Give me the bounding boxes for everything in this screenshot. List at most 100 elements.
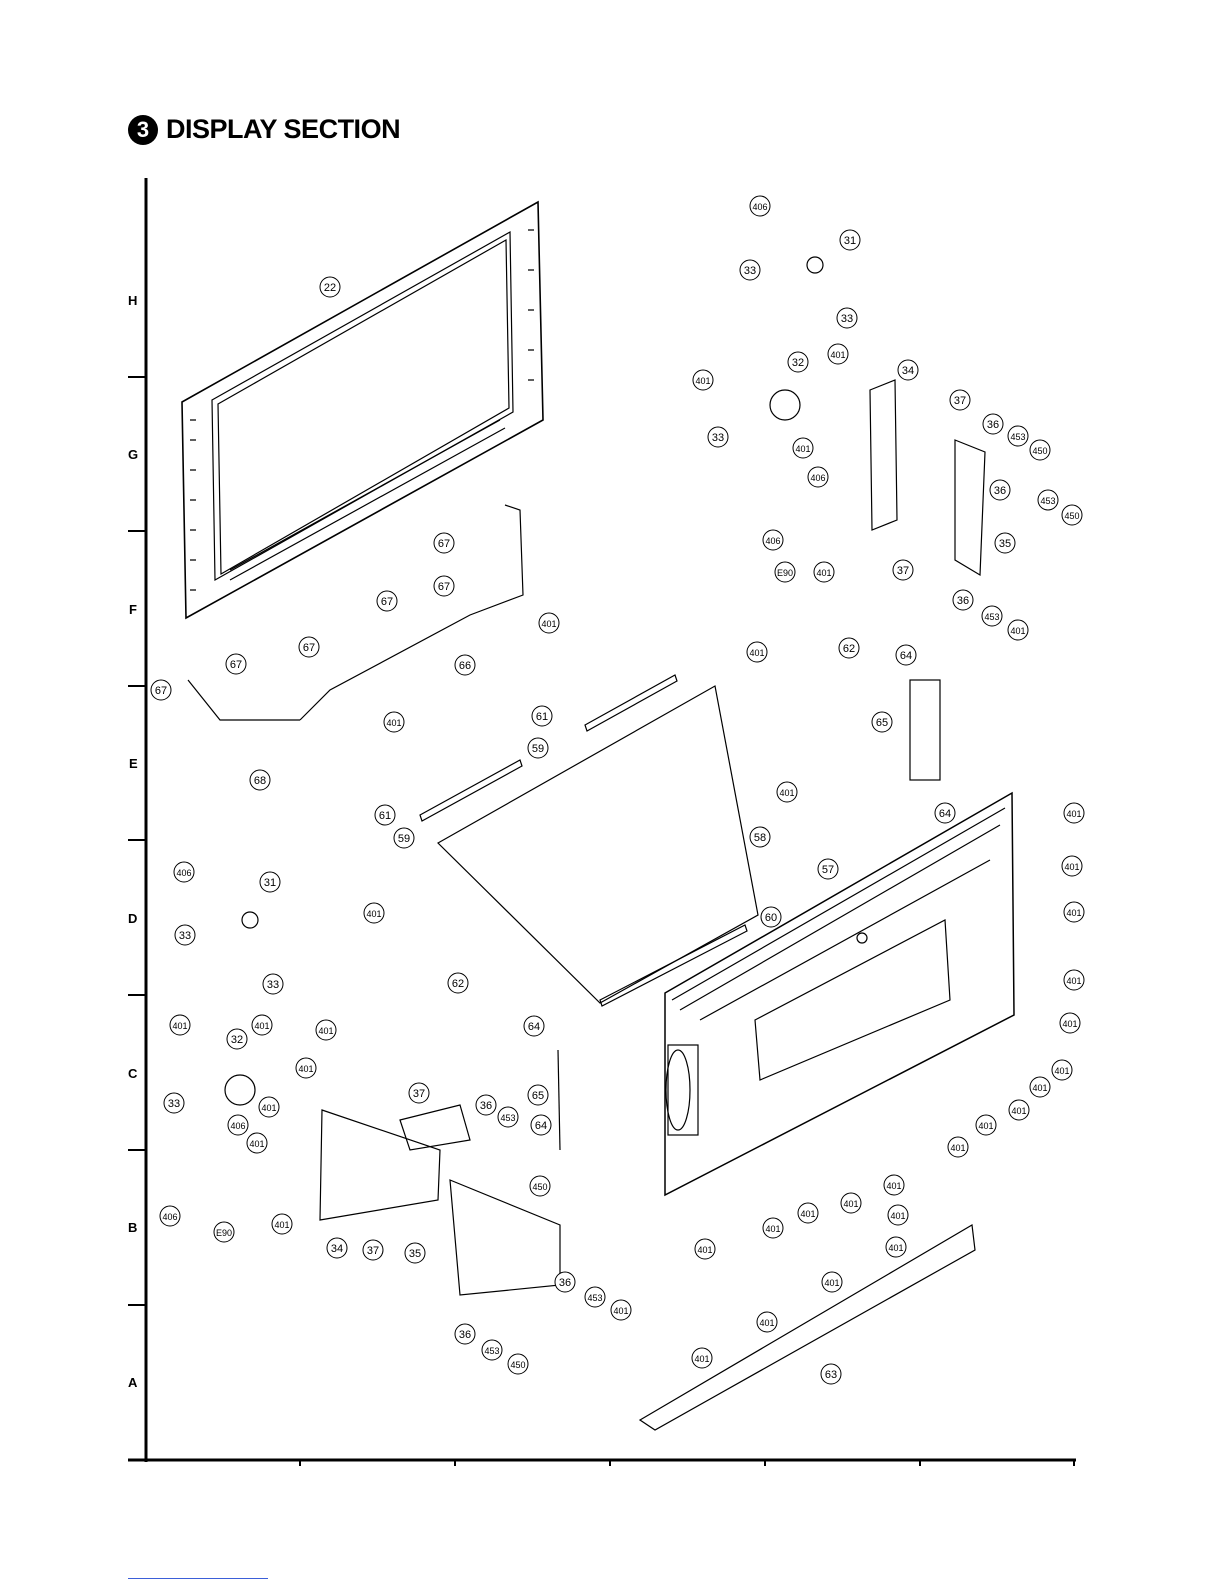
callout-circle: [1063, 802, 1085, 824]
part-callout: 450: [507, 1353, 529, 1375]
callout-circle: [1007, 425, 1029, 447]
part-callout: 401: [1063, 901, 1085, 923]
callout-circle: [259, 871, 281, 893]
part-callout: 32: [787, 351, 809, 373]
part-callout: 401: [538, 612, 560, 634]
part-callout: 401: [271, 1213, 293, 1235]
callout-circle: [776, 781, 798, 803]
callout-label: 406: [162, 1212, 177, 1222]
part-callout: 401: [383, 711, 405, 733]
callout-label: 401: [1011, 1106, 1026, 1116]
callout-label: 401: [1064, 862, 1079, 872]
callout-circle: [952, 589, 974, 611]
part-callout: 401: [169, 1014, 191, 1036]
callout-circle: [584, 1286, 606, 1308]
callout-label: 453: [984, 612, 999, 622]
part-callout: 64: [895, 644, 917, 666]
callout-circle: [1063, 901, 1085, 923]
callout-circle: [404, 1242, 426, 1264]
callout-layer: 4063133332232401401343733401364534504063…: [150, 195, 1085, 1385]
callout-circle: [887, 1204, 909, 1226]
wire-harness-part-66: [187, 504, 524, 721]
callout-label: 453: [484, 1346, 499, 1356]
callout-label: 453: [1010, 432, 1025, 442]
callout-label: 67: [438, 581, 450, 593]
part-callout: 34: [897, 359, 919, 381]
front-frame-part-22: [181, 200, 544, 620]
callout-circle: [363, 902, 385, 924]
callout-label: 33: [267, 979, 279, 991]
callout-circle: [827, 343, 849, 365]
back-cover-part-63: [638, 1224, 976, 1431]
callout-label: 401: [366, 909, 381, 919]
callout-circle: [249, 769, 271, 791]
callout-label: 401: [541, 619, 556, 629]
part-callout: 35: [994, 532, 1016, 554]
callout-label: 37: [413, 1088, 425, 1100]
callout-circle: [1007, 619, 1029, 641]
speaker-assembly-left: [319, 1104, 561, 1296]
part-callout: 401: [813, 561, 835, 583]
part-callout: 57: [817, 858, 839, 880]
part-callout: 32: [226, 1028, 248, 1050]
callout-label: 401: [1054, 1066, 1069, 1076]
callout-circle: [692, 369, 714, 391]
grid-frame: [128, 178, 1076, 1466]
callout-circle: [749, 826, 771, 848]
part-callout: 36: [952, 589, 974, 611]
part-callout: 33: [836, 307, 858, 329]
callout-label: 33: [168, 1098, 180, 1110]
callout-circle: [871, 711, 893, 733]
callout-circle: [538, 612, 560, 634]
part-callout: 401: [1029, 1076, 1051, 1098]
part-callout: 401: [1007, 619, 1029, 641]
part-callout: 62: [447, 972, 469, 994]
callout-circle: [749, 195, 771, 217]
callout-label: 453: [587, 1293, 602, 1303]
part-callout: 401: [821, 1271, 843, 1293]
part-callout: 401: [1051, 1059, 1073, 1081]
callout-circle: [1037, 489, 1059, 511]
callout-circle: [295, 1057, 317, 1079]
callout-label: 62: [452, 978, 464, 990]
callout-circle: [949, 389, 971, 411]
callout-label: 32: [231, 1034, 243, 1046]
part-callout: 401: [610, 1299, 632, 1321]
callout-circle: [271, 1213, 293, 1235]
callout-circle: [374, 804, 396, 826]
callout-circle: [531, 705, 553, 727]
callout-label: 64: [939, 808, 951, 820]
part-callout: 401: [295, 1057, 317, 1079]
part-callout: 401: [797, 1202, 819, 1224]
part-callout: 453: [1037, 489, 1059, 511]
row-label-g: G: [128, 447, 138, 462]
callout-label: 67: [381, 596, 393, 608]
callout-label: 406: [752, 202, 767, 212]
part-callout: 401: [692, 369, 714, 391]
board-part-65-left: [557, 1049, 561, 1151]
callout-label: 35: [409, 1248, 421, 1260]
part-callout: 401: [840, 1192, 862, 1214]
callout-label: 450: [1032, 446, 1047, 456]
callout-circle: [362, 1239, 384, 1261]
part-callout: 453: [981, 605, 1003, 627]
callout-label: 35: [999, 538, 1011, 550]
callout-label: 401: [978, 1121, 993, 1131]
part-callout: 406: [227, 1114, 249, 1136]
callout-circle: [447, 972, 469, 994]
callout-circle: [975, 1114, 997, 1136]
callout-circle: [481, 1339, 503, 1361]
part-callout: 58: [749, 826, 771, 848]
callout-circle: [892, 559, 914, 581]
callout-circle: [315, 1019, 337, 1041]
callout-label: 401: [261, 1103, 276, 1113]
callout-label: 37: [367, 1245, 379, 1257]
part-callout: 401: [1063, 969, 1085, 991]
part-callout: 59: [527, 737, 549, 759]
callout-label: 401: [1066, 908, 1081, 918]
callout-circle: [746, 641, 768, 663]
part-callout: 67: [433, 532, 455, 554]
callout-label: 401: [172, 1021, 187, 1031]
part-callout: 37: [892, 559, 914, 581]
part-callout: 67: [225, 653, 247, 675]
